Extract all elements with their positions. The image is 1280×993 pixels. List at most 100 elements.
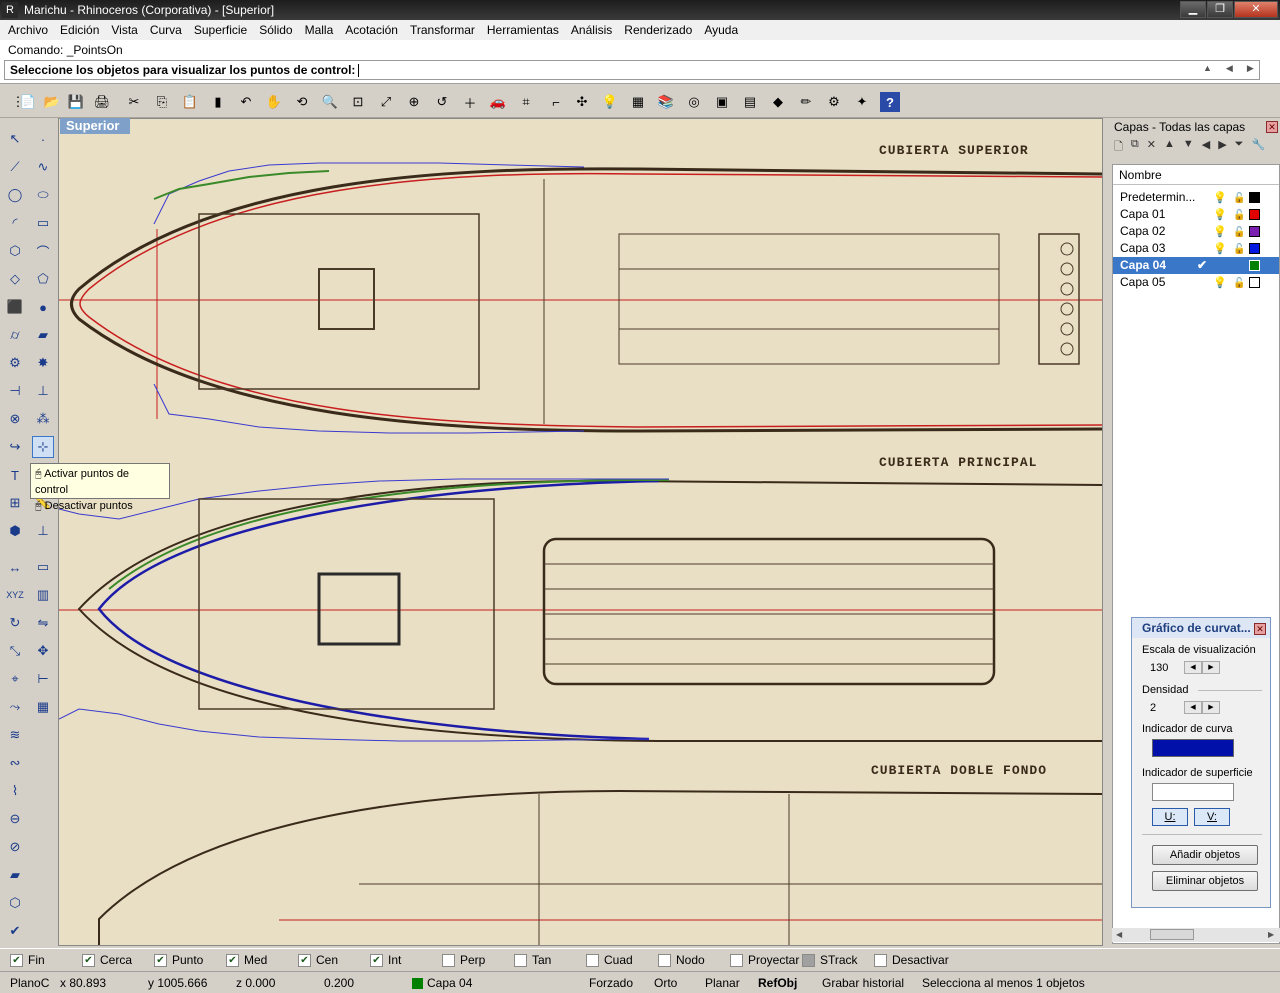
- layers-close-icon[interactable]: ✕: [1266, 121, 1278, 133]
- curvature-icon[interactable]: ≋: [9, 727, 21, 742]
- layer-row[interactable]: Predetermin...💡🔓: [1113, 189, 1279, 206]
- rainbow-icon[interactable]: ▰: [10, 867, 20, 882]
- bulb-icon[interactable]: 💡: [1213, 277, 1227, 289]
- split-icon[interactable]: ⊥: [37, 383, 49, 398]
- surface-indicator-color[interactable]: [1152, 783, 1234, 801]
- car-icon[interactable]: 🚗: [489, 94, 507, 109]
- help-icon[interactable]: ?: [880, 92, 900, 112]
- osnap-desactivar[interactable]: Desactivar: [874, 953, 949, 967]
- checkbox-icon[interactable]: [586, 953, 599, 967]
- menu-superficie[interactable]: Superficie: [193, 23, 248, 37]
- snap-icon[interactable]: ✣: [576, 94, 588, 109]
- density-value[interactable]: 2: [1150, 702, 1157, 714]
- spin-up-icon[interactable]: ▲: [1203, 63, 1212, 73]
- layer-row[interactable]: Capa 01💡🔓: [1113, 206, 1279, 223]
- status-plane[interactable]: PlanoC: [10, 976, 50, 990]
- bulb-icon[interactable]: 💡: [1213, 243, 1227, 255]
- checkbox-icon[interactable]: [730, 953, 743, 967]
- cut-icon[interactable]: ✂: [128, 94, 140, 109]
- pencil-icon[interactable]: ✏: [800, 94, 812, 109]
- analyze-icon[interactable]: ⌖: [11, 671, 19, 686]
- gear-icon[interactable]: ⚙: [9, 355, 21, 370]
- menu-edicion[interactable]: Edición: [60, 23, 100, 37]
- lock-icon[interactable]: 🔓: [1233, 244, 1246, 255]
- select-arrow-icon[interactable]: ↖: [9, 131, 21, 146]
- layer-row-selected[interactable]: Capa 04✔: [1113, 257, 1279, 274]
- text-icon[interactable]: T: [11, 467, 19, 483]
- viewport-superior[interactable]: CUBIERTA SUPERIOR CUBIERTA PRINCIPAL CUB…: [58, 118, 1103, 946]
- menu-solido[interactable]: Sólido: [259, 23, 293, 37]
- checkbox-icon[interactable]: ✔: [82, 953, 95, 967]
- delete-layer-icon[interactable]: ✕: [1146, 139, 1156, 151]
- osnap-perp[interactable]: Perp: [442, 953, 485, 967]
- menu-analisis[interactable]: Análisis: [570, 23, 613, 37]
- checkbox-icon[interactable]: [442, 953, 455, 967]
- menu-herramientas[interactable]: Herramientas: [486, 23, 559, 37]
- measure-icon[interactable]: ⊢: [37, 671, 49, 686]
- compass-icon[interactable]: ✥: [37, 643, 49, 658]
- render-mesh-icon[interactable]: ▦: [36, 699, 50, 714]
- copy-icon[interactable]: ⎘: [156, 94, 168, 109]
- layer-row[interactable]: Capa 03💡🔓: [1113, 240, 1279, 257]
- extrude-icon[interactable]: ⬠: [37, 271, 49, 286]
- status-history[interactable]: Grabar historial: [822, 976, 905, 990]
- copy-object-icon[interactable]: ▥: [36, 587, 50, 602]
- layer-color-swatch[interactable]: [1249, 209, 1260, 220]
- polygon-icon[interactable]: ⬡: [9, 243, 21, 258]
- ellipse-icon[interactable]: ⬭: [37, 187, 49, 202]
- menu-archivo[interactable]: Archivo: [8, 23, 49, 37]
- group-icon[interactable]: ⁂: [36, 411, 50, 426]
- zoom-window-icon[interactable]: ⊡: [352, 94, 364, 109]
- osnap-punto[interactable]: ✔Punto: [154, 953, 203, 967]
- sphere-icon[interactable]: ●: [39, 299, 47, 315]
- deviation-icon[interactable]: ⊖: [9, 811, 21, 826]
- layer-color-swatch[interactable]: [1249, 243, 1260, 254]
- check-icon[interactable]: ✔: [9, 923, 21, 938]
- checkbox-icon[interactable]: ✔: [226, 953, 239, 967]
- osnap-cen[interactable]: ✔Cen: [298, 953, 338, 967]
- zebra-icon[interactable]: ⊘: [9, 839, 21, 854]
- zoom-extents-icon[interactable]: ⤢: [380, 94, 392, 109]
- osnap-int[interactable]: ✔Int: [370, 953, 401, 967]
- checkbox-icon[interactable]: [802, 953, 815, 967]
- checkbox-icon[interactable]: ✔: [370, 953, 383, 967]
- osnap-proyectar[interactable]: Proyectar: [730, 953, 799, 967]
- xyz-icon[interactable]: XYZ: [6, 590, 24, 600]
- move-left-icon[interactable]: ◀: [1201, 139, 1211, 151]
- arc-icon[interactable]: ◜: [12, 215, 18, 230]
- move-down-icon[interactable]: ▼: [1182, 138, 1194, 150]
- lock-icon[interactable]: 🔓: [1233, 227, 1246, 238]
- status-planar[interactable]: Planar: [705, 976, 740, 990]
- undo-view-icon[interactable]: ↺: [436, 94, 448, 109]
- cplane-icon[interactable]: ⌗: [522, 94, 530, 109]
- osnap-nodo[interactable]: Nodo: [658, 953, 705, 967]
- bulb-icon[interactable]: 💡: [1213, 226, 1227, 238]
- add-objects-button[interactable]: Añadir objetos: [1152, 845, 1258, 865]
- point-icon[interactable]: ·: [40, 131, 46, 147]
- viewport-tab[interactable]: Superior: [60, 118, 130, 134]
- layer-row[interactable]: Capa 02💡🔓: [1113, 223, 1279, 240]
- surface-icon[interactable]: ◇: [10, 271, 20, 286]
- move-icon[interactable]: ▭: [36, 559, 50, 574]
- curvature-close-icon[interactable]: ✕: [1254, 623, 1266, 635]
- render-icon[interactable]: ▣: [715, 94, 729, 109]
- print-icon[interactable]: 🖨: [93, 94, 111, 109]
- trim-icon[interactable]: ⊣: [9, 383, 21, 398]
- tools-icon[interactable]: ✦: [856, 94, 868, 109]
- curve-cv-icon[interactable]: ∿: [37, 159, 49, 174]
- menu-acotacion[interactable]: Acotación: [345, 23, 398, 37]
- menu-vista[interactable]: Vista: [111, 23, 138, 37]
- u-button[interactable]: U:: [1152, 808, 1188, 826]
- block-icon[interactable]: ⬢: [9, 523, 21, 538]
- curve-indicator-color[interactable]: [1152, 739, 1234, 757]
- bulb-icon[interactable]: 💡: [1213, 192, 1227, 204]
- circle-icon[interactable]: ◯: [7, 187, 23, 202]
- boolean-icon[interactable]: ⊗: [9, 411, 21, 426]
- lock-icon[interactable]: 🔓: [1233, 278, 1246, 289]
- zoom-dynamic-icon[interactable]: 🔍: [321, 94, 339, 109]
- layer-hscrollbar[interactable]: ◀▶: [1112, 928, 1280, 942]
- bulb-icon[interactable]: 💡: [1213, 209, 1227, 221]
- dimension-icon[interactable]: ⊥: [37, 523, 49, 538]
- rotate-icon[interactable]: ↻: [9, 615, 21, 630]
- points-on-icon[interactable]: ⊹: [32, 436, 54, 458]
